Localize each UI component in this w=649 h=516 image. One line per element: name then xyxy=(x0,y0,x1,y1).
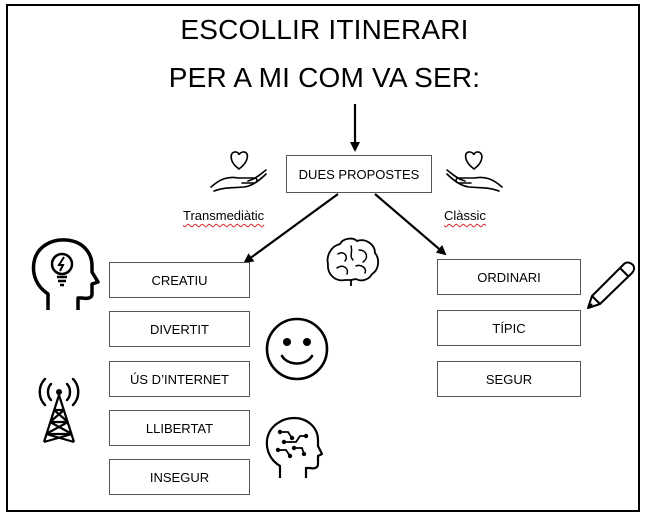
right-item-box: ORDINARI xyxy=(437,259,581,295)
left-item-box: LLIBERTAT xyxy=(109,410,250,446)
left-item-box: CREATIU xyxy=(109,262,250,298)
radio-tower-icon xyxy=(38,377,80,444)
arrow-center-to-left xyxy=(243,193,339,264)
ai-head-icon xyxy=(265,416,324,478)
center-box: DUES PROPOSTES xyxy=(286,155,432,193)
arrow-center-to-right xyxy=(374,193,447,256)
diagram-frame xyxy=(6,4,640,512)
lightbulb-head-icon xyxy=(31,238,100,310)
branch-label-right: Clàssic xyxy=(444,208,486,223)
smiley-icon xyxy=(265,317,329,381)
left-item-box: DIVERTIT xyxy=(109,311,250,347)
title-line-2: PER A MI COM VA SER: xyxy=(168,62,481,93)
right-item-box: SEGUR xyxy=(437,361,581,397)
heart-hand-icon xyxy=(210,151,267,192)
title-line-1: ESCOLLIR ITINERARI xyxy=(180,14,469,45)
heart-hand-icon xyxy=(446,151,503,192)
left-item-box: ÚS D’INTERNET xyxy=(109,361,250,397)
pencil-icon xyxy=(587,261,636,309)
branch-label-left: Transmediàtic xyxy=(183,208,265,223)
brain-icon xyxy=(326,237,379,286)
right-item-box: TÍPIC xyxy=(437,310,581,346)
left-item-box: INSEGUR xyxy=(109,459,250,495)
